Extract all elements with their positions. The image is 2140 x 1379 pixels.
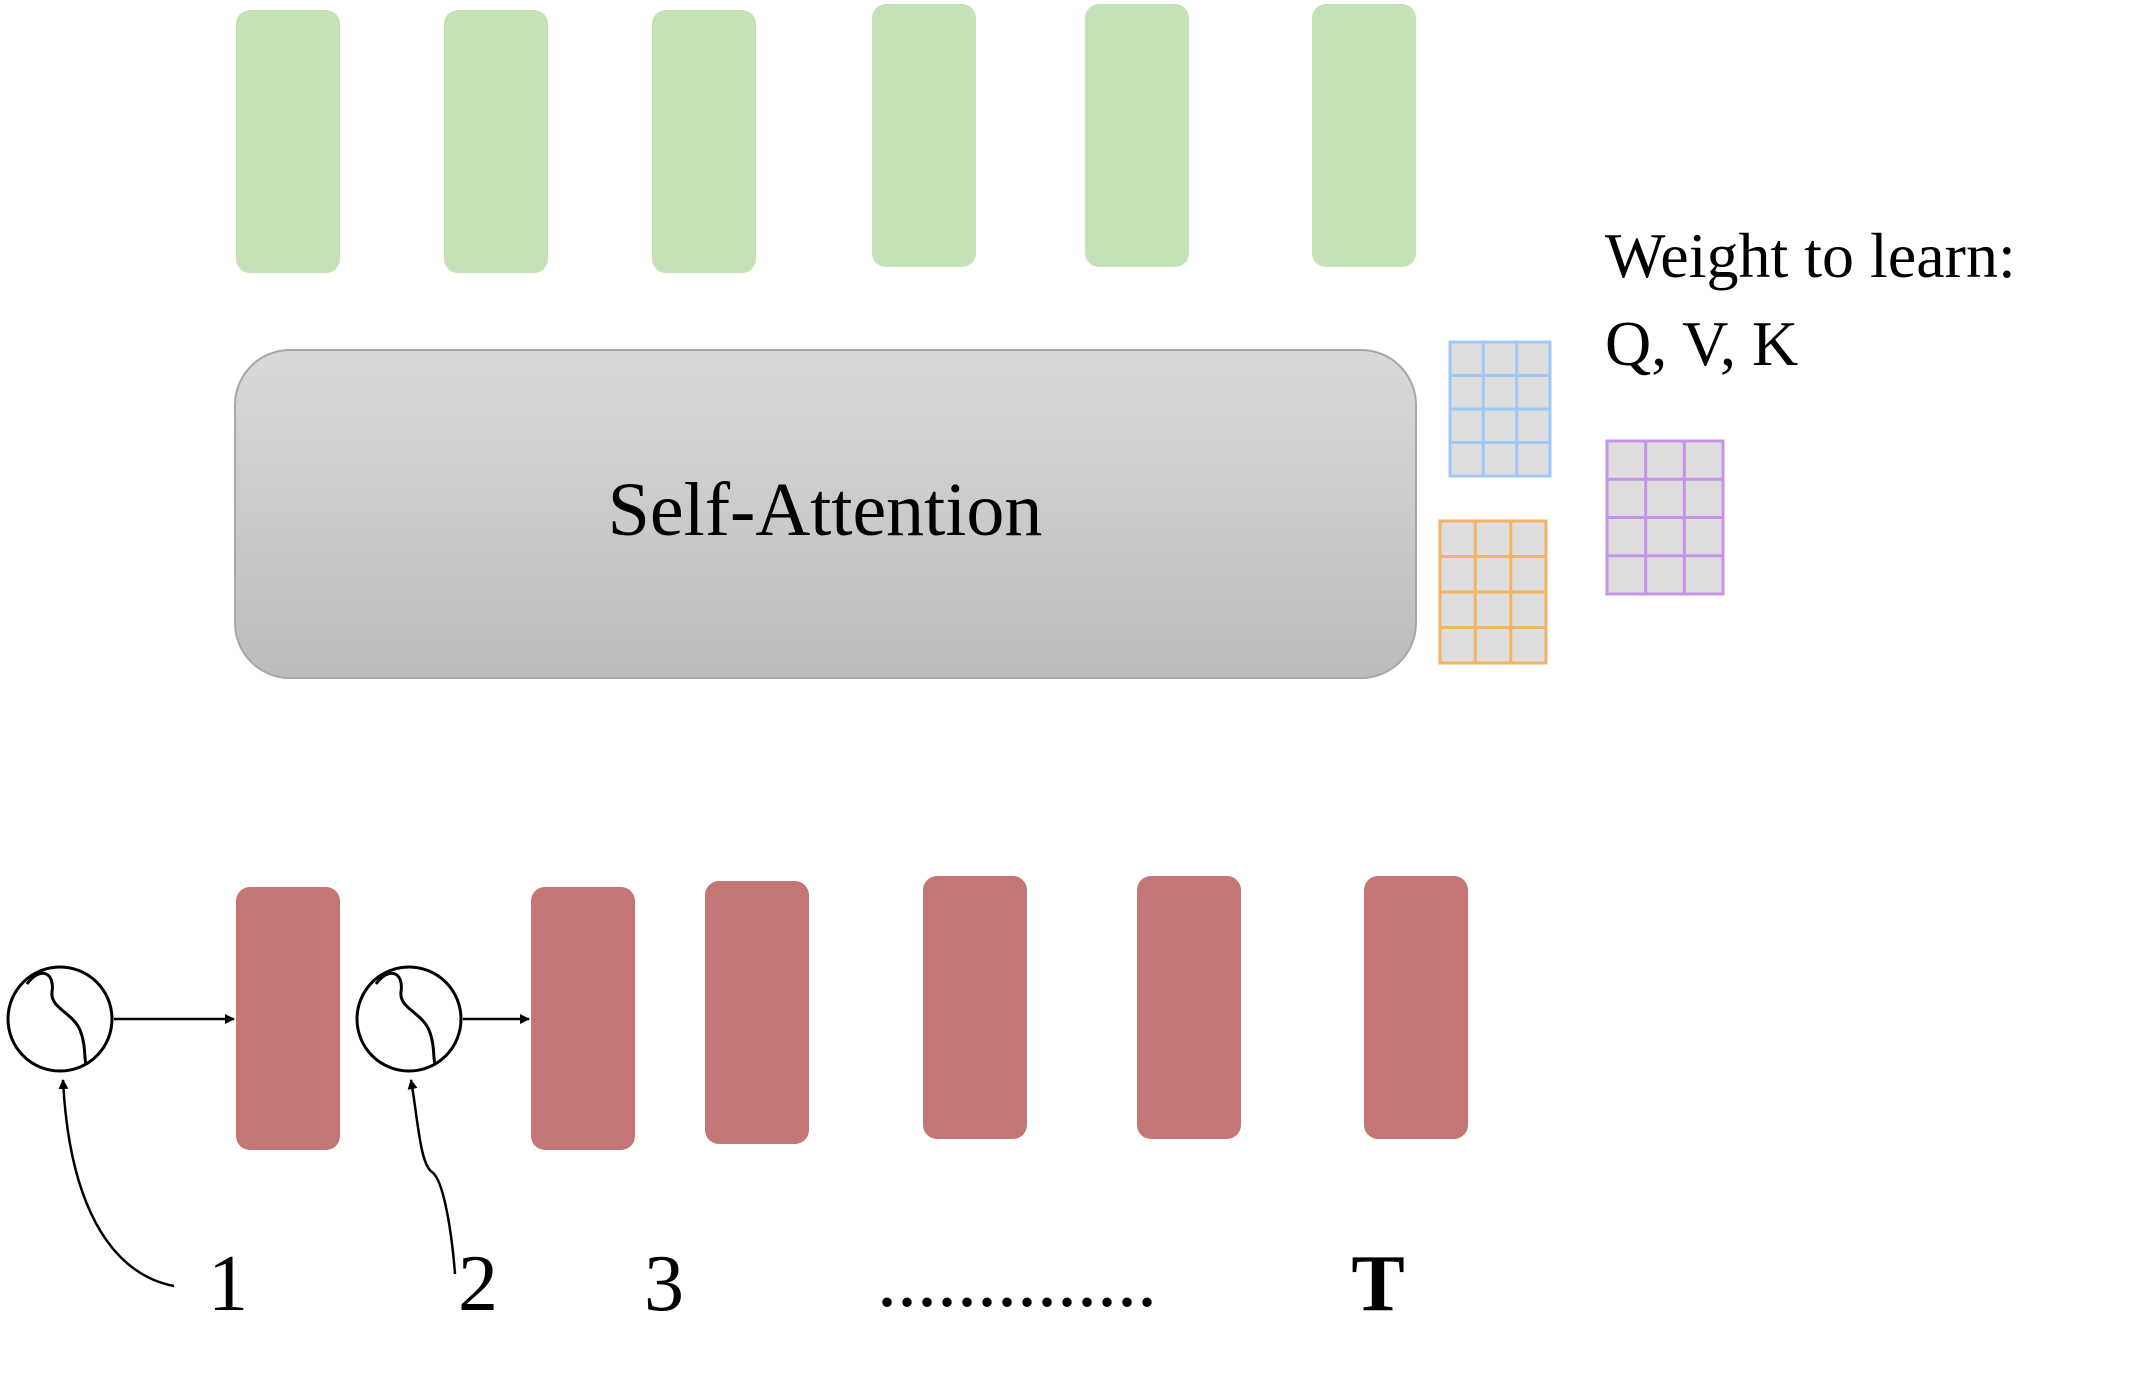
positional-encoding-2 xyxy=(355,965,530,1275)
positional-encoding-1 xyxy=(6,965,235,1288)
input-token-5 xyxy=(1137,876,1241,1139)
position-label-T: T xyxy=(1351,1240,1404,1328)
sine-wave-icon xyxy=(6,965,114,1073)
weight-matrix-orange-grid xyxy=(1438,519,1548,665)
output-token-2 xyxy=(444,10,548,273)
self-attention-box xyxy=(234,349,1417,679)
position-2-pointer xyxy=(407,1079,457,1275)
sine-wave-icon xyxy=(355,965,463,1073)
input-token-1 xyxy=(236,887,340,1150)
weight-label-line2: Q, V, K xyxy=(1605,308,1798,379)
input-token-6 xyxy=(1364,876,1468,1139)
weight-matrix-blue xyxy=(1448,340,1552,478)
input-token-row xyxy=(236,876,1468,1150)
output-token-row xyxy=(236,4,1416,273)
input-token-4 xyxy=(923,876,1027,1139)
weight-label-line1: Weight to learn: xyxy=(1605,220,2016,291)
output-token-1 xyxy=(236,10,340,273)
position-label-3: 3 xyxy=(644,1240,684,1328)
position-1-pointer xyxy=(58,1079,175,1288)
self-attention-block: Self-Attention xyxy=(234,349,1417,679)
weight-matrix-purple-grid xyxy=(1605,439,1725,596)
input-token-3 xyxy=(705,881,809,1144)
weight-label: Weight to learn: Q, V, K xyxy=(1605,220,2016,379)
output-token-5 xyxy=(1085,4,1189,267)
weight-matrix-purple xyxy=(1605,439,1725,596)
self-attention-label: Self-Attention xyxy=(608,468,1043,552)
weight-matrix-blue-grid xyxy=(1448,340,1552,478)
input-token-2 xyxy=(531,887,635,1150)
output-token-6 xyxy=(1312,4,1416,267)
position-label-1: 1 xyxy=(208,1240,248,1328)
output-token-3 xyxy=(652,10,756,273)
position-label-2: 2 xyxy=(458,1240,498,1328)
position-ellipsis: .............. xyxy=(877,1236,1157,1324)
position-labels: 1 2 3 .............. T xyxy=(208,1236,1405,1328)
weight-matrix-orange xyxy=(1438,519,1548,665)
output-token-4 xyxy=(872,4,976,267)
